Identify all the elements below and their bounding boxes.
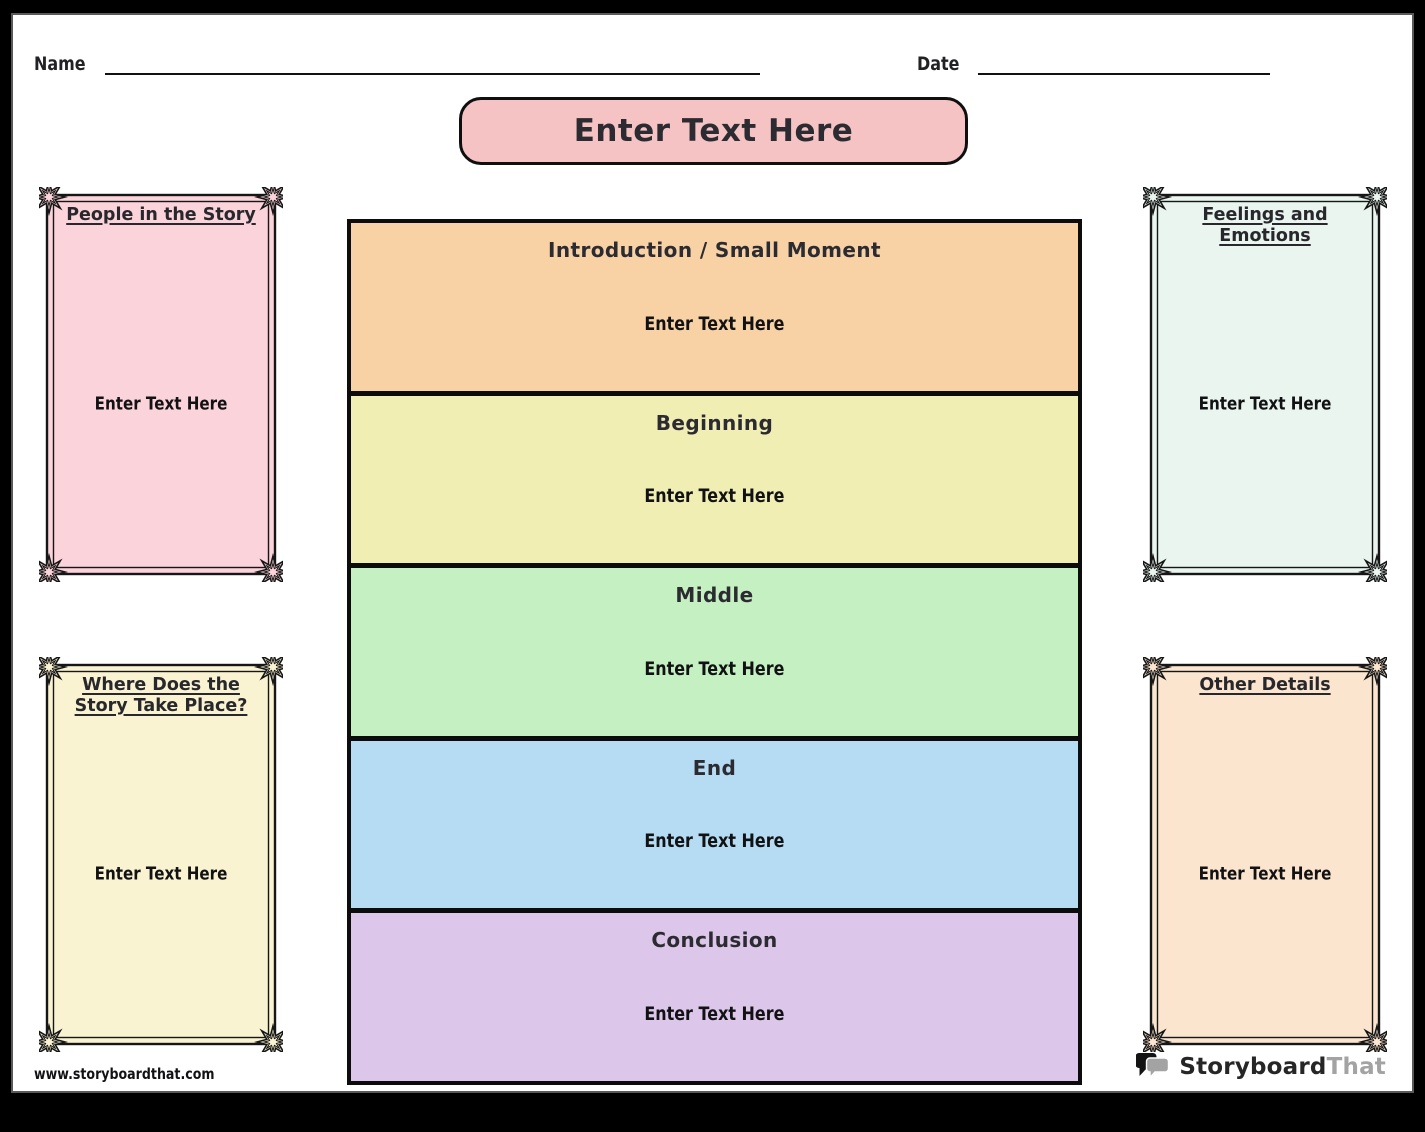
row-end: End Enter Text Here [351, 740, 1078, 914]
row-header: End [692, 755, 737, 780]
name-input-line[interactable] [105, 53, 761, 75]
panel-people-in-story: People in the Story Enter Text Here [39, 187, 283, 582]
date-field: Date [917, 53, 1270, 75]
panel-title: Where Does the Story Take Place? [74, 675, 248, 716]
row-text-placeholder[interactable]: Enter Text Here [644, 830, 785, 853]
panel-text-placeholder[interactable]: Enter Text Here [94, 863, 228, 885]
row-beginning: Beginning Enter Text Here [351, 395, 1078, 569]
row-conclusion: Conclusion Enter Text Here [351, 913, 1078, 1081]
panel-text-placeholder[interactable]: Enter Text Here [1198, 393, 1332, 415]
story-structure-table: Introduction / Small Moment Enter Text H… [347, 219, 1082, 1085]
logo-that: That [1326, 1054, 1386, 1080]
row-header: Conclusion [651, 928, 778, 953]
worksheet-page: Name Date Enter Text Here People in the … [11, 13, 1414, 1093]
logo-storyboard: Storyboard [1179, 1054, 1327, 1080]
decorative-frame [1143, 657, 1387, 1052]
panel-title: Feelings and Emotions [1202, 205, 1328, 246]
panel-other-details: Other Details Enter Text Here [1143, 657, 1387, 1052]
site-url: www.storyboardthat.com [34, 1065, 215, 1083]
panel-title: Other Details [1199, 675, 1331, 695]
panel-text-placeholder[interactable]: Enter Text Here [94, 393, 228, 415]
row-header: Beginning [655, 410, 774, 435]
row-introduction-small-moment: Introduction / Small Moment Enter Text H… [351, 223, 1078, 396]
panel-feelings-and-emotions: Feelings and Emotions Enter Text Here [1143, 187, 1387, 582]
worksheet-title-text[interactable]: Enter Text Here [573, 113, 854, 149]
row-text-placeholder[interactable]: Enter Text Here [644, 1002, 785, 1025]
row-text-placeholder[interactable]: Enter Text Here [644, 312, 785, 335]
date-label: Date [917, 53, 960, 75]
worksheet-title-box[interactable]: Enter Text Here [459, 97, 968, 165]
panel-title: People in the Story [66, 205, 256, 225]
speech-bubbles-icon [1136, 1053, 1170, 1080]
date-input-line[interactable] [977, 53, 1270, 75]
panel-where-story-takes-place: Where Does the Story Take Place? Enter T… [39, 657, 283, 1052]
name-label: Name [34, 53, 86, 75]
row-header: Introduction / Small Moment [548, 238, 881, 262]
decorative-frame [39, 187, 283, 582]
storyboardthat-logo: StoryboardThat [1136, 1051, 1386, 1083]
row-text-placeholder[interactable]: Enter Text Here [644, 485, 785, 508]
panel-text-placeholder[interactable]: Enter Text Here [1198, 863, 1332, 885]
name-field: Name [34, 53, 761, 75]
row-text-placeholder[interactable]: Enter Text Here [644, 657, 785, 680]
row-middle: Middle Enter Text Here [351, 568, 1078, 741]
logo-text: StoryboardThat [1179, 1054, 1386, 1080]
row-header: Middle [675, 583, 754, 608]
